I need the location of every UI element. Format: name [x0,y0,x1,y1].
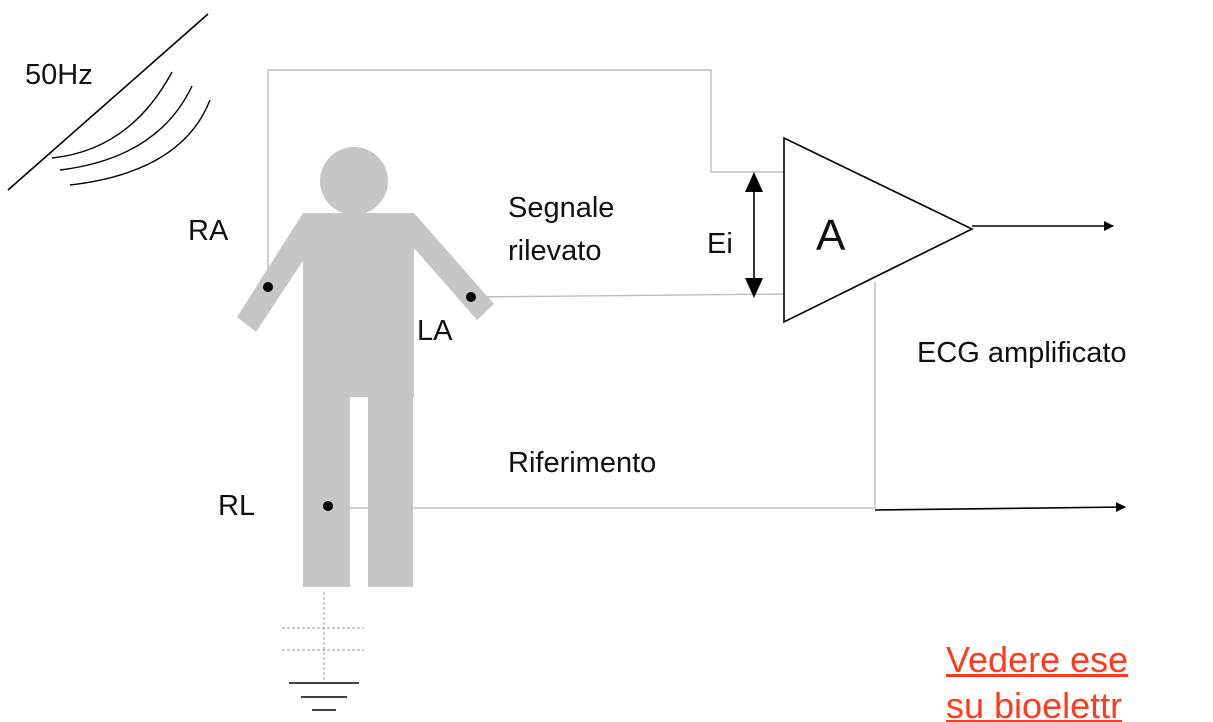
ra-lead-wire [267,69,784,287]
human-body [237,147,494,587]
body-head [320,147,388,215]
emission-wave-1 [51,71,173,159]
ground-symbol [289,682,359,711]
ei-arrow-up [745,172,763,192]
body-right-leg [303,397,350,587]
exercise-link[interactable]: Vedere ese su bioelettr [946,637,1128,722]
interference-label: 50Hz [25,59,93,91]
ra-label: RA [188,215,229,247]
la-lead-wire [470,293,785,298]
amplifier-triangle [783,136,974,324]
input-voltage-indicator: Ei [707,172,763,298]
output-label: ECG amplificato [917,337,1127,369]
rl-label: RL [218,490,255,522]
reference-output-arrow [874,502,1126,513]
ei-label: Ei [707,228,733,260]
la-label: LA [417,315,453,347]
electrode-rl [323,501,333,511]
emission-wave-3 [69,99,211,186]
emission-wave-2 [59,85,193,171]
signal-label-line2: rilevato [508,235,602,267]
exercise-link-line1[interactable]: Vedere ese [946,639,1129,680]
amplifier-label: A [816,211,846,260]
interference-source: 50Hz [7,13,211,191]
reference-label: Riferimento [508,447,656,479]
ei-arrow-down [745,278,763,298]
body-torso [303,213,414,397]
body-left-arm [400,213,494,320]
electrode-ra [263,282,273,292]
power-line [7,13,209,191]
signal-label-line1: Segnale [508,192,614,224]
amplifier: A [783,136,974,324]
electrode-la [466,292,476,302]
body-left-leg [368,397,413,587]
exercise-link-line2[interactable]: su bioelettr [946,685,1123,722]
body-right-arm [237,213,322,332]
wiring [267,69,876,680]
